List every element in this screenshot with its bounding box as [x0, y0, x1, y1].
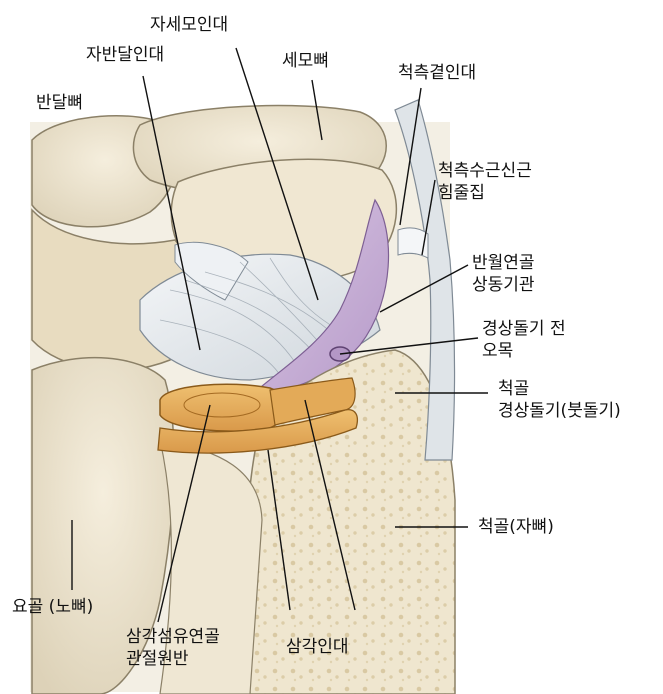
- label-tfcc-line2: 관절원반: [126, 649, 189, 669]
- label-prestyloid-recess: 경상돌기 전 오목: [482, 318, 566, 362]
- label-tfcc-line1: 삼각섬유연골: [126, 627, 220, 647]
- label-triangular-ligament: 삼각인대: [286, 637, 349, 657]
- label-ulnolunate-ligament: 자반달인대: [86, 45, 165, 65]
- label-ecu-line1: 척측수근신근: [438, 161, 532, 181]
- label-meniscus-line1: 반월연골: [472, 253, 535, 273]
- label-tfcc-disc: 삼각섬유연골 관절원반: [126, 626, 220, 670]
- label-styloid-line1: 척골: [498, 379, 530, 399]
- ecu-tendon-sheath: [394, 99, 456, 461]
- label-triquetrum: 세모뼈: [282, 51, 329, 71]
- label-ecu-line2: 힘줄집: [438, 183, 485, 203]
- label-ulna: 척골(자뼈): [478, 517, 554, 537]
- label-prestyloid-line2: 오목: [482, 341, 514, 361]
- label-prestyloid-line1: 경상돌기 전: [482, 319, 566, 339]
- leader-lines: [71, 47, 488, 623]
- label-radius: 요골 (노뼈): [12, 597, 94, 617]
- label-meniscus-homologue: 반월연골 상동기관: [472, 252, 535, 296]
- label-ecu-tendon-sheath: 척측수근신근 힘줄집: [438, 160, 532, 204]
- label-ulnar-collateral-ligament: 척측곁인대: [398, 63, 477, 83]
- radius-bone: [31, 356, 263, 694]
- label-lunate: 반달뼈: [36, 93, 83, 113]
- label-dorsal-triquetral-ligament: 자세모인대: [150, 15, 229, 35]
- tfcc-articular-disc: [157, 377, 359, 454]
- label-styloid-line2: 경상돌기(붓돌기): [498, 401, 621, 421]
- label-ulnar-styloid: 척골 경상돌기(붓돌기): [498, 378, 621, 422]
- label-meniscus-line2: 상동기관: [472, 275, 535, 295]
